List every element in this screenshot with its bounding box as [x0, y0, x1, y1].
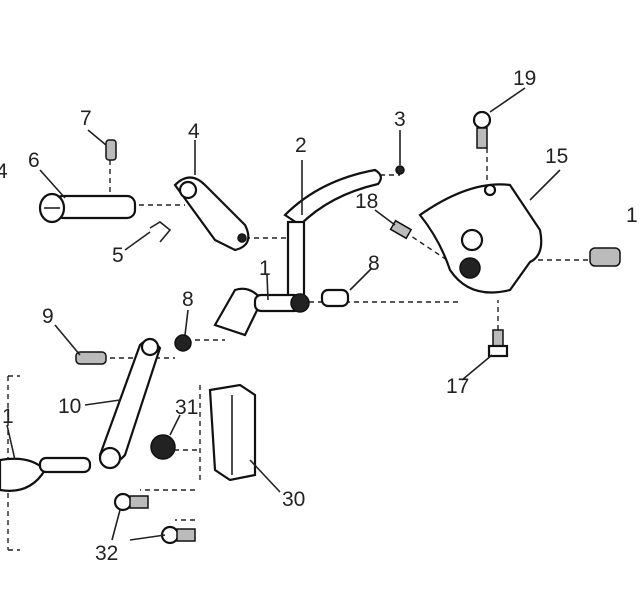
- label-2: 2: [295, 134, 307, 157]
- label-32: 32: [95, 542, 118, 565]
- label-19: 19: [513, 67, 536, 90]
- label-5: 5: [112, 244, 124, 267]
- part-8-mid-nut: [174, 334, 192, 352]
- label-8-mid: 8: [182, 288, 194, 311]
- part-32-screws: [113, 492, 196, 545]
- label-31: 31: [175, 396, 198, 419]
- label-17: 17: [446, 375, 469, 398]
- part-31-gear: [150, 434, 176, 460]
- part-18-spring: [389, 219, 413, 240]
- label-9: 9: [42, 305, 54, 328]
- part-17-screw: [487, 329, 509, 358]
- label-8-top: 8: [368, 252, 380, 275]
- label-10: 10: [58, 395, 81, 418]
- part-30-block: [208, 383, 257, 482]
- part-1-left-lever: [0, 456, 92, 492]
- part-5-clip: [149, 221, 172, 243]
- label-4-edge: 4: [0, 160, 8, 183]
- part-15-housing: [418, 183, 543, 294]
- part-4-link: [173, 176, 250, 252]
- part-6-shaft: [38, 192, 137, 224]
- label-6: 6: [28, 149, 40, 172]
- assembly-lines: [7, 148, 595, 551]
- label-15: 15: [545, 145, 568, 168]
- part-8-top-bushing: [320, 288, 350, 308]
- label-30: 30: [282, 488, 305, 511]
- label-7: 7: [80, 107, 92, 130]
- part-10-link: [98, 337, 162, 470]
- part-1-mid-crank: [213, 287, 310, 337]
- label-18: 18: [355, 190, 378, 213]
- label-4: 4: [188, 120, 200, 143]
- label-1-mid: 1: [259, 257, 271, 280]
- part-3-ball: [395, 165, 405, 175]
- leader-lines: [6, 87, 561, 541]
- part-9-screw: [75, 351, 107, 365]
- part-7-screw: [105, 139, 117, 161]
- label-3: 3: [394, 108, 406, 131]
- label-1-left: 1: [2, 405, 14, 428]
- part-19-screw: [472, 110, 492, 149]
- part-1-right-spring: [589, 247, 621, 267]
- label-1-right: 1: [626, 204, 638, 227]
